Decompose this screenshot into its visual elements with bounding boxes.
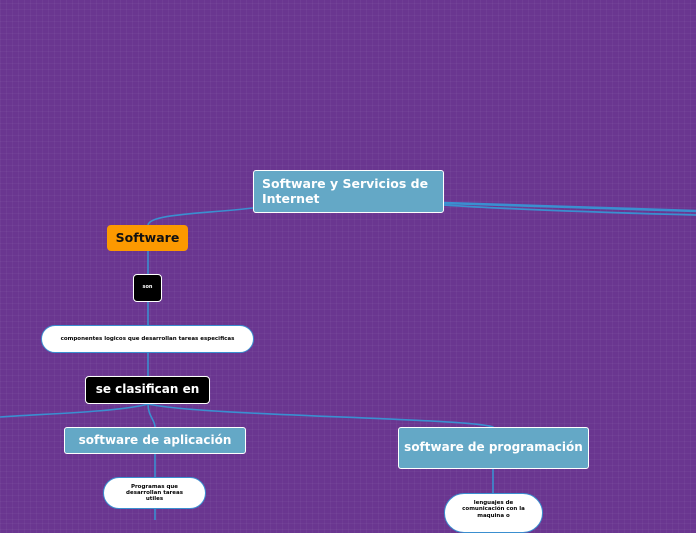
software-topic-label: Software [115,229,180,245]
connector-lines [0,201,696,520]
componentes-node[interactable]: componentes logicos que desarrollan tare… [41,325,254,353]
son-connector-label: son [142,284,153,291]
lenguajes-node[interactable]: lenguajes de comunicación con la maquina… [444,493,543,533]
lenguajes-label: lenguajes de comunicación con la maquina… [462,500,525,519]
link-root-software [147,207,254,226]
software-programacion-label: software de programación [404,440,583,455]
software-aplicacion-label: software de aplicación [78,432,232,447]
programas-label: Programas que desarrollan tareas utiles [126,483,183,503]
programas-node[interactable]: Programas que desarrollan tareas utiles [103,477,206,509]
link-clasifican-offscreen [0,403,149,418]
software-aplicacion-node[interactable]: software de aplicación [64,427,246,454]
son-connector-node[interactable]: son [133,274,162,302]
software-programacion-node[interactable]: software de programación [398,427,589,469]
root-topic-node[interactable]: Software y Servicios de Internet [253,170,444,213]
root-topic-label: Software y Servicios de Internet [262,176,429,206]
link-root-offscreen-1 [442,201,696,213]
link-clasifican-programacion [147,403,494,428]
link-root-offscreen-2 [443,204,696,216]
clasifican-connector-node[interactable]: se clasifican en [85,376,210,404]
componentes-label: componentes logicos que desarrollan tare… [60,335,235,342]
software-topic-node[interactable]: Software [107,225,188,251]
clasifican-connector-label: se clasifican en [95,382,200,397]
link-clasifican-aplicacion [147,403,156,428]
